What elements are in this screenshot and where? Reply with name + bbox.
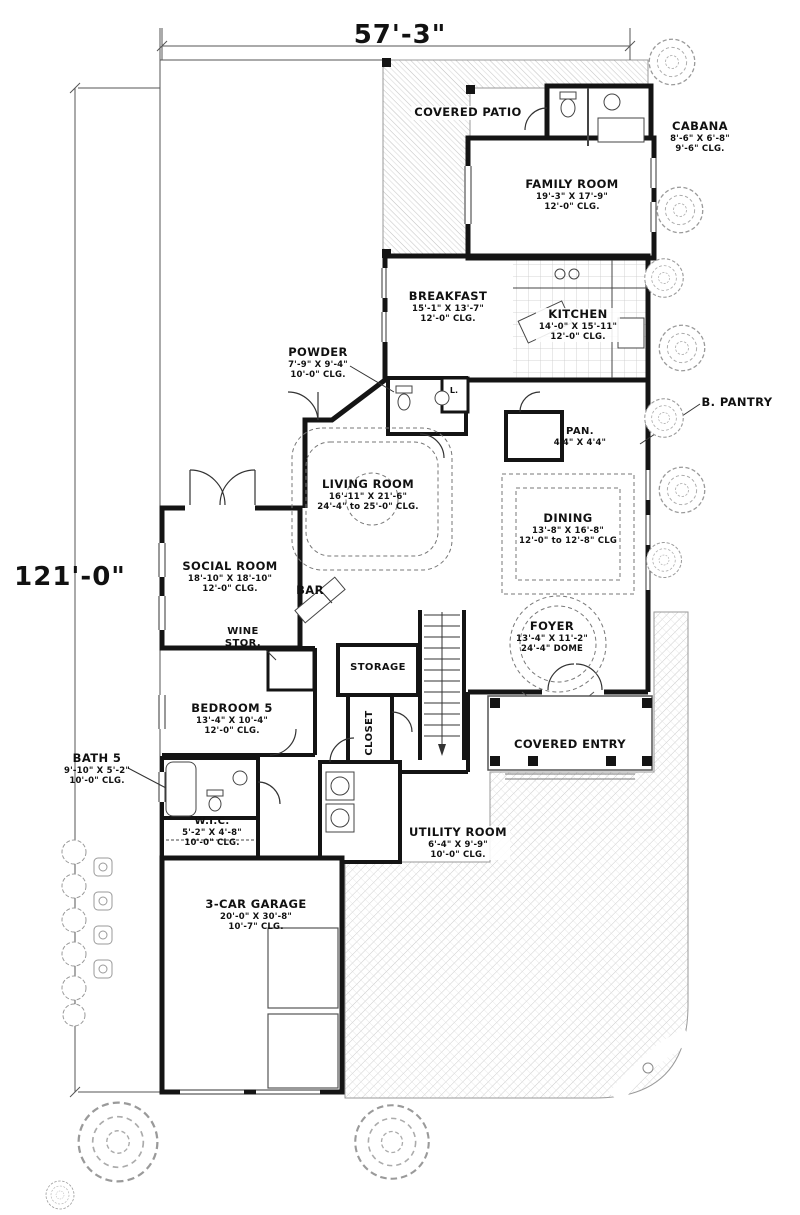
room-label-social-room: SOCIAL ROOM 18'-10" X 18'-10" 12'-0" CLG… xyxy=(182,559,278,594)
room-label-bath5: BATH 5 9'-10" X 5'-2" 10'-0" CLG. xyxy=(64,751,130,786)
room-label-covered-patio: COVERED PATIO xyxy=(411,105,525,120)
room-label-closet: CLOSET xyxy=(364,710,376,756)
room-label-foyer: FOYER 13'-4" X 11'-2" 24'-4" DOME xyxy=(515,619,589,654)
driveway-paving xyxy=(344,611,692,1104)
room-label-family-room: FAMILY ROOM 19'-3" X 17'-9" 12'-0" CLG. xyxy=(525,177,619,212)
windows xyxy=(158,158,658,802)
room-label-wic: W.I.C. 5'-2" X 4'-8" 10'-0" CLG. xyxy=(182,816,242,848)
room-label-utility: UTILITY ROOM 6'-4" X 9'-9" 10'-0" CLG. xyxy=(406,825,510,860)
label-linen-closet: L. xyxy=(449,386,459,395)
room-label-living-room: LIVING ROOM 16'-11" X 21'-6" 24'-4" to 2… xyxy=(317,477,419,512)
dimension-top: 57'-3" xyxy=(353,20,447,50)
shrub-row xyxy=(61,839,113,1027)
room-label-butlers-pantry: B. PANTRY xyxy=(701,395,773,409)
room-label-powder: POWDER 7'-9" X 9'-4" 10'-0" CLG. xyxy=(288,345,348,380)
room-label-breakfast: BREAKFAST 15'-1" X 13'-7" 12'-0" CLG. xyxy=(408,289,488,324)
dimension-left: 121'-0" xyxy=(14,562,126,592)
garage-doors xyxy=(180,927,339,1097)
room-label-dining: DINING 13'-8" X 16'-8" 12'-0" to 12'-8" … xyxy=(518,511,618,546)
patio-columns xyxy=(382,58,475,258)
room-label-kitchen: KITCHEN 14'-0" X 15'-11" 12'-0" CLG. xyxy=(535,307,621,342)
room-label-storage: STORAGE xyxy=(350,662,406,673)
room-label-garage: 3-CAR GARAGE 20'-0" X 30'-8" 10'-7" CLG. xyxy=(205,897,307,932)
ceiling-traces xyxy=(291,427,635,693)
staircase xyxy=(424,612,460,756)
room-label-bedroom5: BEDROOM 5 13'-4" X 10'-4" 12'-0" CLG. xyxy=(191,701,273,736)
entry-porch xyxy=(487,695,653,780)
door-arcs xyxy=(185,107,548,805)
room-label-cabana: CABANA 8'-6" X 6'-8" 9'-6" CLG. xyxy=(670,119,730,154)
room-label-pantry: PAN. 4'4" X 4'4" xyxy=(553,426,607,448)
room-label-covered-entry: COVERED ENTRY xyxy=(513,737,627,751)
room-label-wine-storage: WINE STOR. xyxy=(224,626,262,649)
room-label-bar: BAR xyxy=(296,583,324,597)
